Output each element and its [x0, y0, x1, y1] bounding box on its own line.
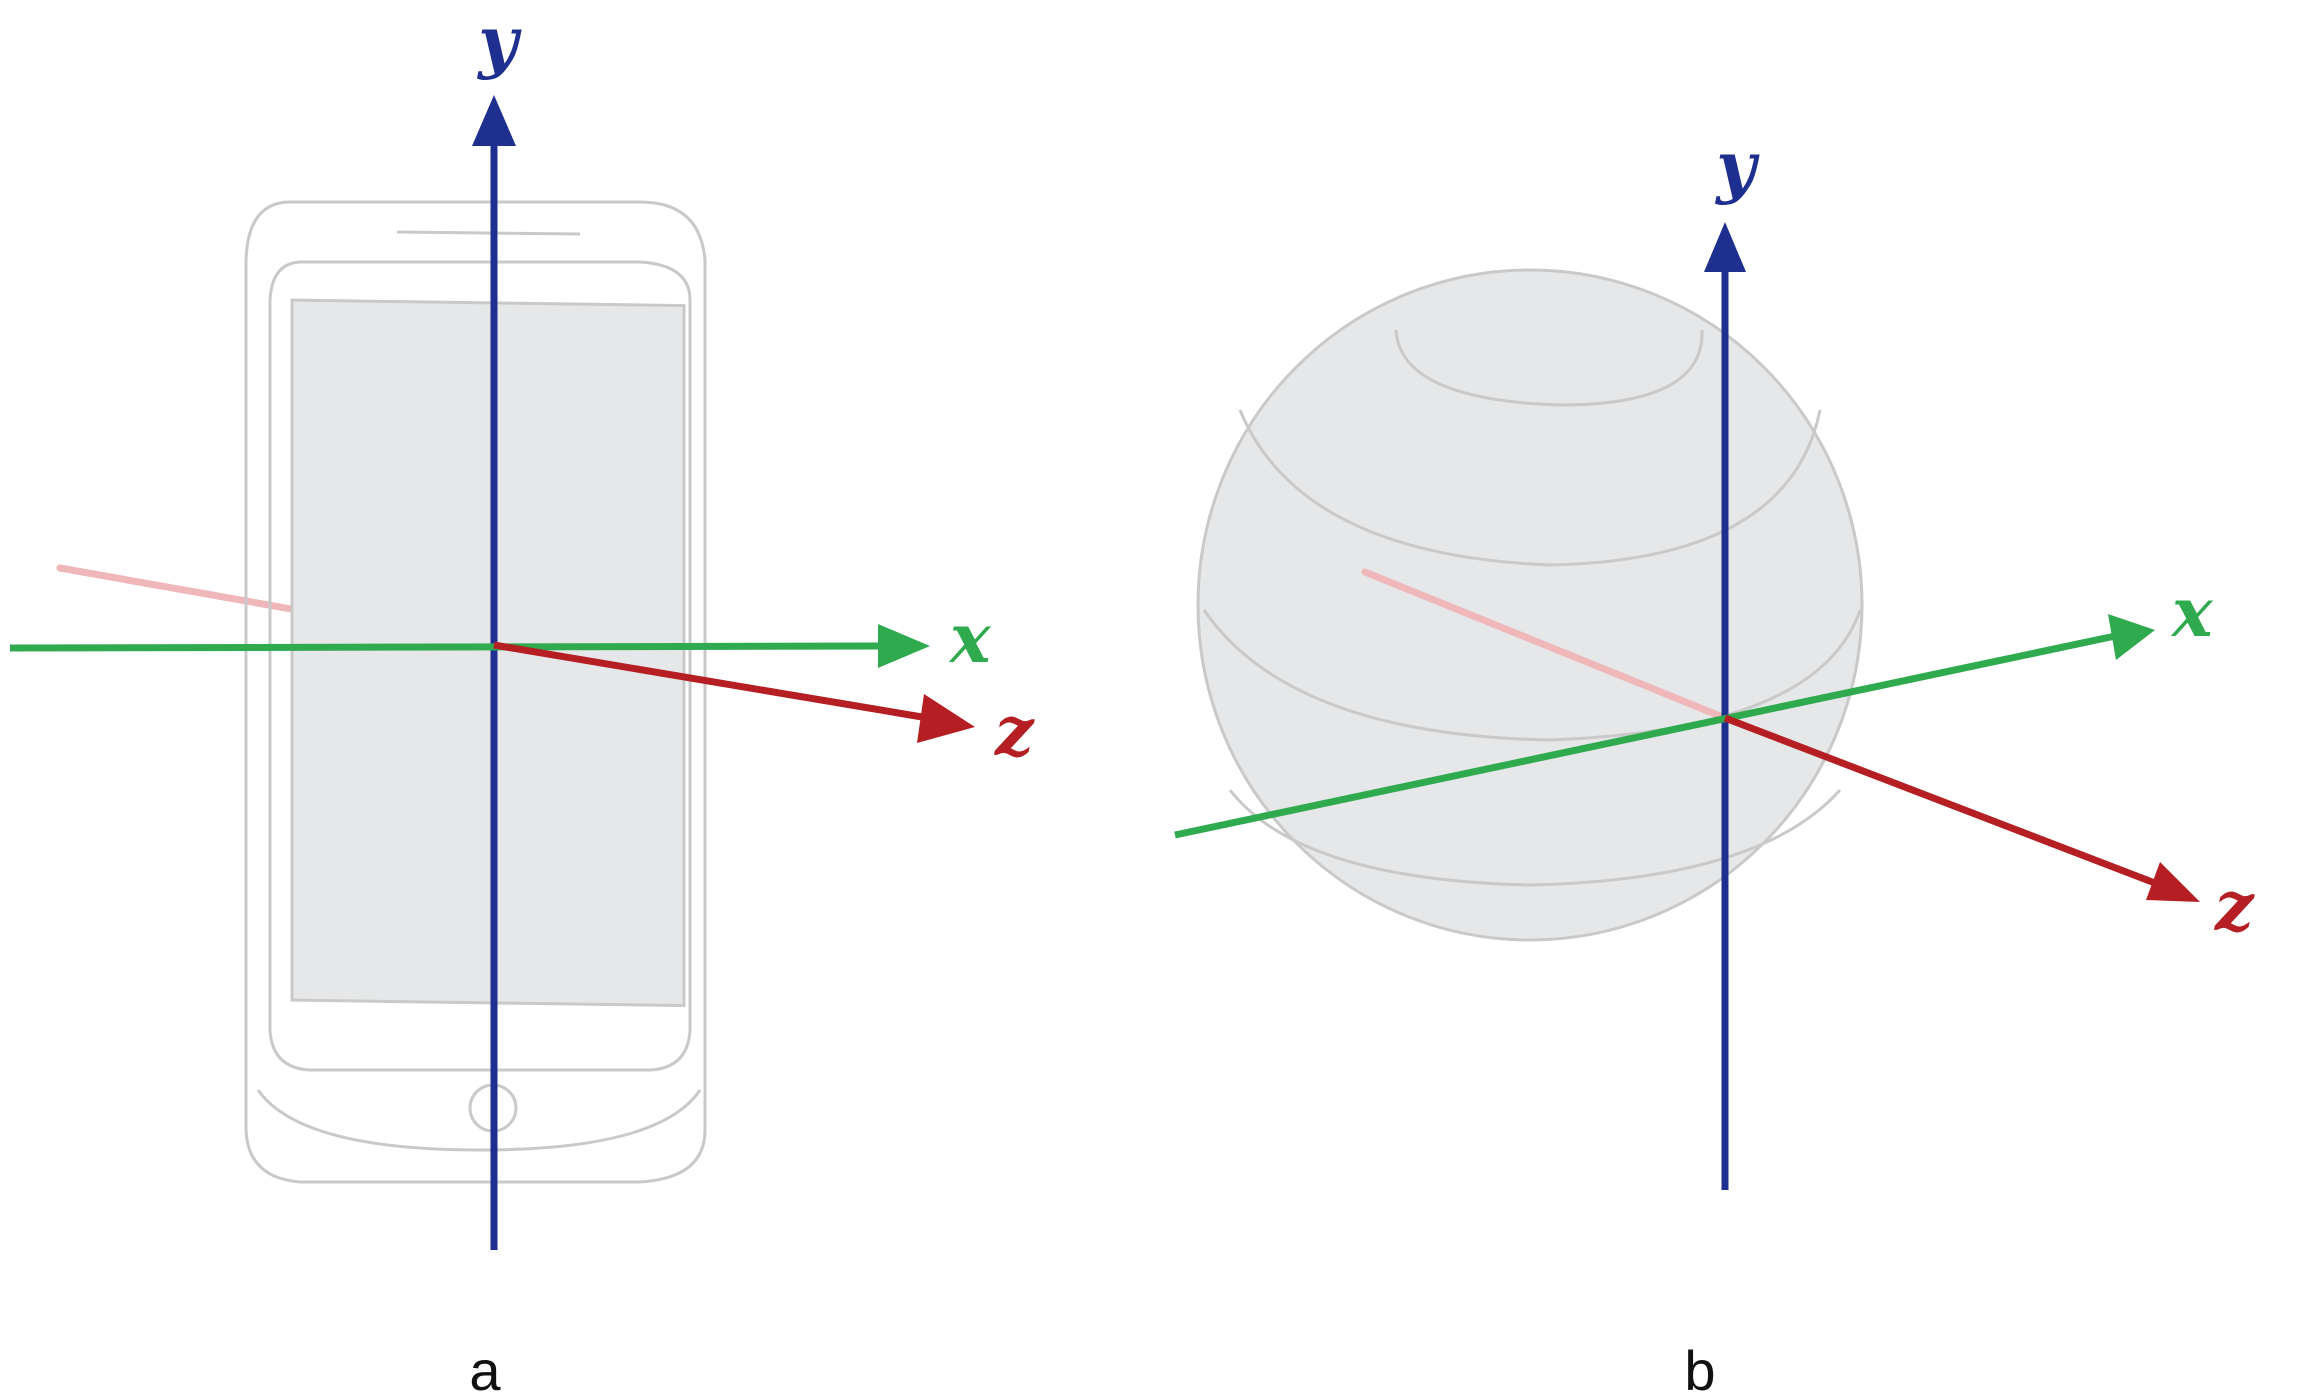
panel-a-y-arrowhead	[472, 95, 516, 146]
panel-a-z-axis	[493, 641, 929, 722]
sphere-icon	[1196, 268, 1864, 942]
panel-b-z-axis	[1723, 714, 2162, 889]
panel-b-y-label: y	[1714, 127, 1760, 207]
panel-b-caption: b	[1684, 1339, 1715, 1395]
panel-a-x-label: x	[948, 599, 992, 679]
panel-a-caption: a	[469, 1339, 501, 1395]
panel-b-z-axis-back	[1361, 568, 1729, 722]
panel-a-x-axis	[9, 642, 883, 652]
panel-b-x-arrowhead	[2108, 614, 2155, 660]
panel-b-z-label: z	[2214, 867, 2255, 947]
panel-a: y x z a	[9, 2, 1035, 1395]
panel-a-z-arrowhead	[917, 694, 975, 743]
panel-a-z-label: z	[994, 692, 1035, 772]
panel-b: y x z b	[1174, 127, 2255, 1395]
panel-a-y-label: y	[476, 2, 522, 82]
panel-b-x-label: x	[2170, 573, 2214, 653]
panel-b-y-arrowhead	[1704, 222, 1746, 272]
panel-a-x-arrowhead	[878, 624, 930, 668]
panel-b-z-arrowhead	[2146, 862, 2200, 902]
smartphone-icon	[244, 200, 707, 1184]
panel-b-x-axis	[1174, 631, 2121, 839]
